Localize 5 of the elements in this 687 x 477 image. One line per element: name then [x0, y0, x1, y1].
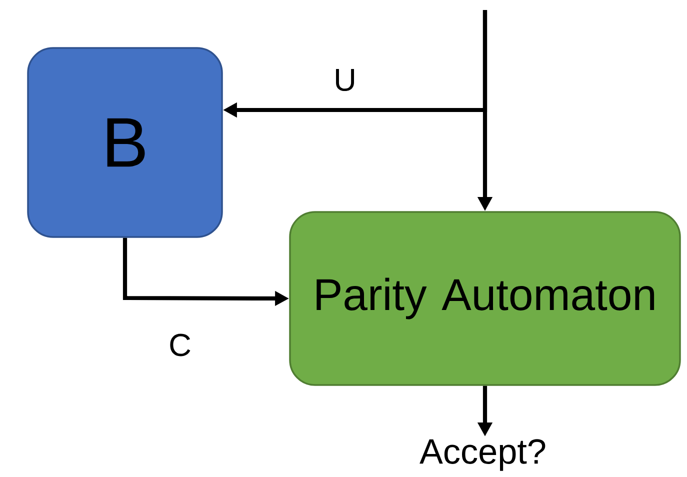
process-box: B [27, 47, 223, 238]
process-box: Parity Automaton [289, 211, 681, 386]
edge-label: U [332, 68, 358, 92]
output-label: Accept? [420, 439, 546, 471]
edge-label: C [167, 332, 193, 358]
